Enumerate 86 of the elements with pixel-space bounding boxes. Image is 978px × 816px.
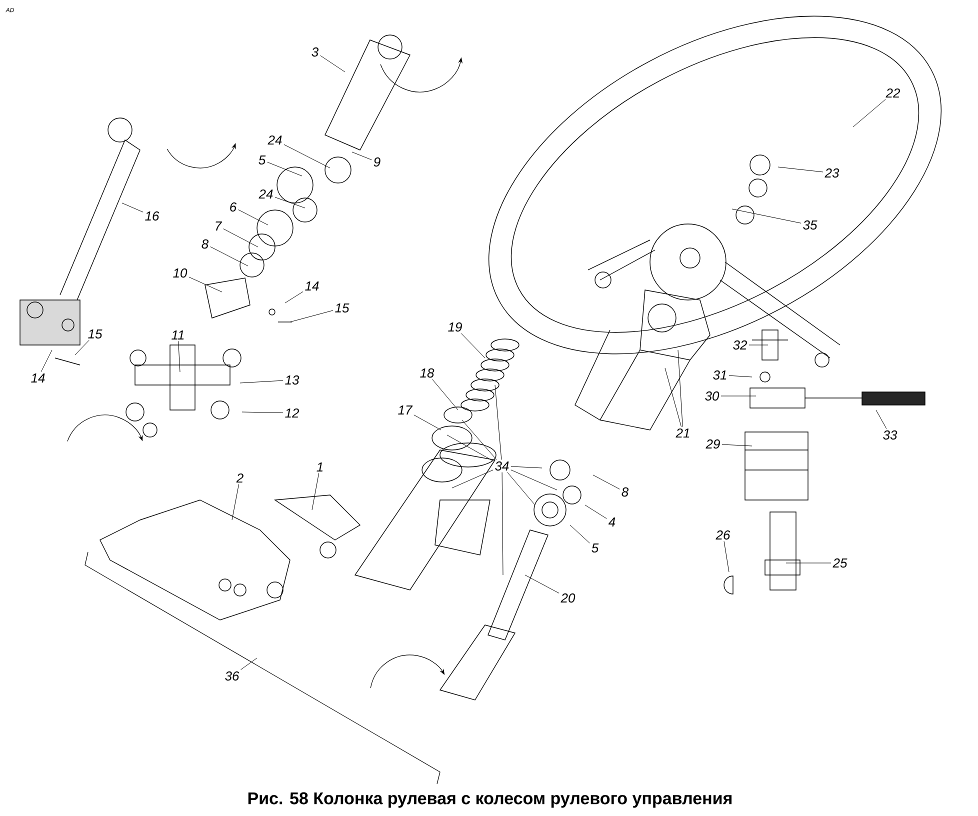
leader-line: [122, 202, 144, 212]
leader-line: [232, 484, 240, 520]
leader-line: [778, 166, 824, 172]
callout-number: 23: [824, 168, 840, 178]
callout-number: 8: [202, 239, 209, 249]
callout-number: 24: [258, 189, 273, 199]
leader-line: [524, 574, 560, 594]
leader-line: [678, 350, 683, 427]
leader-line: [74, 340, 90, 356]
leader-line: [570, 524, 590, 544]
leader-line: [312, 472, 320, 510]
callout-number: 24: [268, 135, 282, 145]
callout-number: 2: [236, 473, 244, 483]
leader-line: [178, 340, 180, 372]
callout-number: 10: [173, 268, 188, 278]
callout-number: 31: [713, 370, 726, 380]
leader-line: [452, 470, 494, 488]
callout-number: 4: [608, 518, 616, 526]
leader-line: [507, 472, 536, 506]
leader-line: [494, 384, 502, 460]
leader-line: [210, 246, 248, 266]
callout-number: 22: [886, 88, 900, 98]
leader-line: [510, 470, 558, 490]
leader-line: [320, 55, 346, 72]
leader-line: [188, 276, 222, 292]
callout-number: 26: [716, 530, 730, 540]
leader-line: [592, 474, 620, 490]
leader-line: [728, 375, 752, 378]
callout-number: 32: [733, 340, 748, 350]
callout-number: 13: [285, 375, 300, 385]
callout-number: 6: [230, 202, 237, 212]
callout-number: 5: [592, 543, 599, 553]
leader-line: [352, 152, 372, 160]
leader-line: [414, 414, 442, 430]
callout-number: 9: [374, 157, 380, 167]
leader-line: [242, 412, 284, 414]
leader-line: [432, 379, 458, 410]
callout-number: 33: [883, 430, 898, 440]
callout-number: 15: [335, 303, 350, 313]
leader-line: [40, 350, 52, 372]
callout-number: 21: [676, 428, 690, 438]
callout-number: 5: [258, 155, 266, 165]
callout-number: 14: [305, 282, 319, 290]
leader-line: [462, 420, 497, 460]
callout-number: 36: [225, 671, 240, 681]
leader-line: [223, 228, 258, 248]
callout-number: 11: [172, 330, 184, 340]
callout-number: 29: [706, 439, 720, 449]
leader-line: [240, 380, 284, 384]
leader-line: [722, 444, 752, 446]
callout-number: 12: [285, 408, 300, 418]
leader-line: [240, 658, 258, 670]
callout-number: 35: [803, 220, 818, 230]
leader-line: [732, 208, 802, 224]
callout-number: 17: [398, 406, 413, 414]
leader-line: [238, 209, 268, 226]
leader-line: [460, 333, 486, 358]
callout-number: 30: [705, 391, 720, 401]
callout-number: 15: [88, 329, 102, 339]
leader-line: [664, 368, 682, 427]
callout-number: 7: [216, 222, 222, 230]
caption: Рис. 58 Колонка рулевая с колесом рулевого управления: [248, 792, 732, 808]
leader-line: [502, 472, 504, 576]
callout-number: 1: [316, 462, 323, 472]
leader-line: [852, 98, 886, 128]
callout-number: 25: [832, 558, 848, 568]
leader-line: [284, 291, 304, 304]
callout-number: 14: [31, 374, 45, 382]
leader-line: [748, 344, 768, 346]
callout-number: 18: [420, 368, 434, 378]
callout-number: 3: [312, 47, 318, 57]
leader-line: [284, 144, 330, 168]
leader-line: [584, 504, 607, 519]
leader-line: [786, 562, 832, 564]
callout-number: 16: [145, 211, 160, 221]
leader-line: [267, 162, 302, 176]
leader-line: [724, 541, 730, 572]
leader-line: [876, 410, 887, 429]
callout-number: 34: [495, 461, 509, 471]
leader-line: [510, 466, 542, 468]
callout-number: 8: [622, 487, 629, 497]
callout-number: 20: [560, 593, 576, 603]
leader-line: [446, 434, 494, 462]
leader-line: [274, 196, 306, 208]
leader-line: [290, 310, 334, 322]
callout-number: 19: [448, 322, 462, 332]
